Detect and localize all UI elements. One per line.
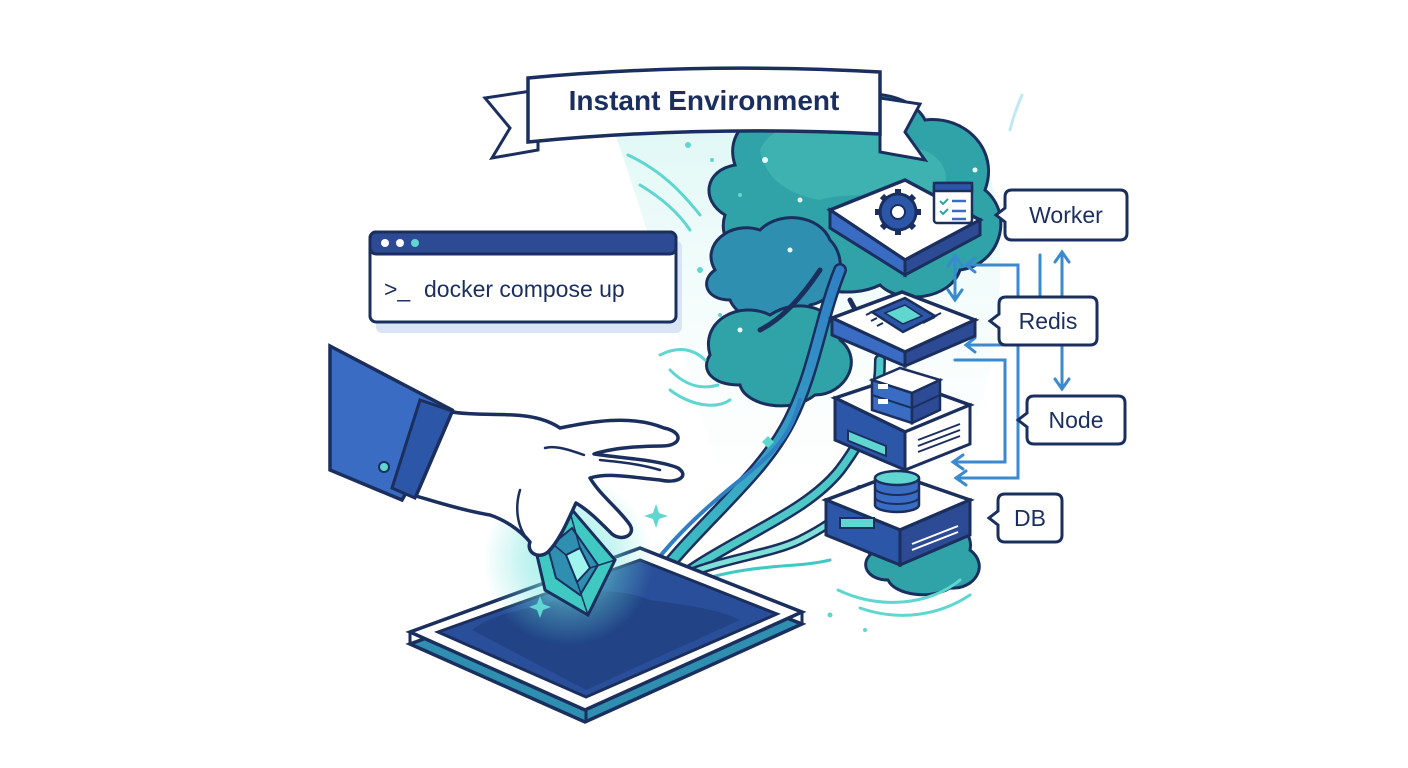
- terminal-prompt: >_: [384, 276, 411, 302]
- redis-platform: [827, 290, 980, 369]
- server-icon: [868, 366, 944, 425]
- database-icon: [873, 469, 921, 514]
- label-db: DB: [986, 492, 1064, 544]
- label-db-text: DB: [1014, 505, 1046, 531]
- hand-arm: [328, 343, 685, 557]
- chip-icon: [865, 296, 942, 334]
- db-platform: [821, 469, 975, 568]
- terminal-command: docker compose up: [424, 276, 625, 302]
- worker-platform: [826, 178, 984, 278]
- gear-icon: [875, 189, 921, 235]
- banner: Instant Environment: [482, 66, 929, 163]
- label-redis: Redis: [987, 295, 1099, 347]
- window-dot-icon: [381, 239, 389, 247]
- label-node: Node: [1015, 394, 1127, 446]
- window-dot-icon: [396, 239, 404, 247]
- label-worker: Worker: [993, 188, 1129, 242]
- cufflink-icon: [378, 461, 390, 473]
- terminal-titlebar: [368, 230, 678, 256]
- label-node-text: Node: [1049, 407, 1104, 433]
- terminal-window: >_ docker compose up: [368, 230, 682, 333]
- label-worker-text: Worker: [1029, 202, 1103, 228]
- motion-lines: [626, 93, 1024, 617]
- banner-title: Instant Environment: [569, 85, 840, 116]
- node-platform: [830, 366, 975, 473]
- label-redis-text: Redis: [1019, 308, 1078, 334]
- window-dot-icon: [411, 239, 419, 247]
- checklist-icon: [932, 181, 974, 225]
